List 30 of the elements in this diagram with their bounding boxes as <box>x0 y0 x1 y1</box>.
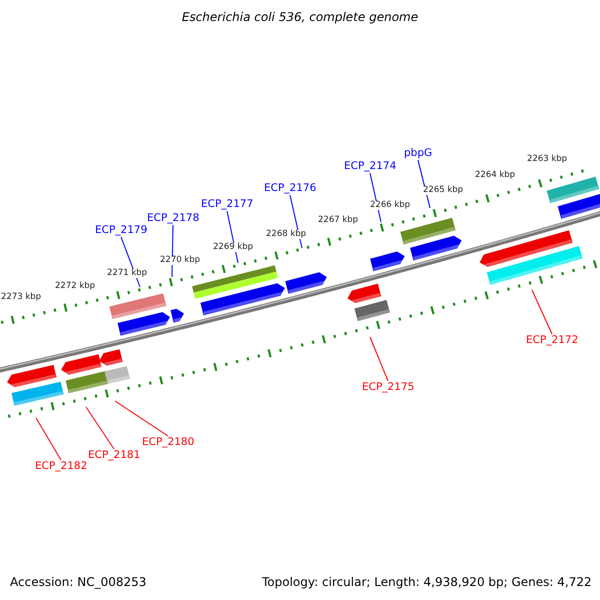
tick-label: 2271 kbp <box>107 269 148 278</box>
gene-label: ECP_2174 <box>344 161 396 172</box>
tick-label: 2265 kbp <box>423 186 464 194</box>
tick-label: 2273 kbp <box>1 293 42 302</box>
tick-label: 2270 kbp <box>160 256 200 264</box>
gene-label: ECP_2176 <box>264 183 316 194</box>
gene-label: ECP_2175 <box>362 382 414 392</box>
leader-line <box>370 336 388 382</box>
footer-text: Accession: NC_008253 <box>10 576 146 588</box>
gene-label: ECP_2177 <box>201 199 254 210</box>
leader-line <box>114 400 168 436</box>
gene-label: ECP_2178 <box>147 213 200 224</box>
gene-label: pbpG <box>404 148 432 158</box>
tick-label: 2267 kbp <box>318 216 358 224</box>
gene-label: ECP_2182 <box>35 461 88 472</box>
tick-label: 2272 kbp <box>55 282 96 290</box>
leader-line <box>532 290 552 334</box>
leader-line <box>36 418 62 460</box>
gene-label: ECP_2181 <box>88 450 140 460</box>
gene-label: ECP_2172 <box>526 335 578 346</box>
tick-label: 2264 kbp <box>475 171 516 180</box>
gene-label: ECP_2179 <box>95 225 148 236</box>
tick-label: 2269 kbp <box>213 243 254 252</box>
footer-text: Topology: circular; Length: 4,938,920 bp; Genes: 4,722 <box>262 576 592 588</box>
tick-label: 2266 kbp <box>370 201 410 210</box>
tick-label: 2263 kbp <box>527 155 568 164</box>
leader-line <box>86 406 114 450</box>
gene-label: ECP_2180 <box>142 437 194 448</box>
title: Escherichia coli 536, complete genome <box>180 11 420 23</box>
tick-label: 2268 kbp <box>266 230 306 238</box>
